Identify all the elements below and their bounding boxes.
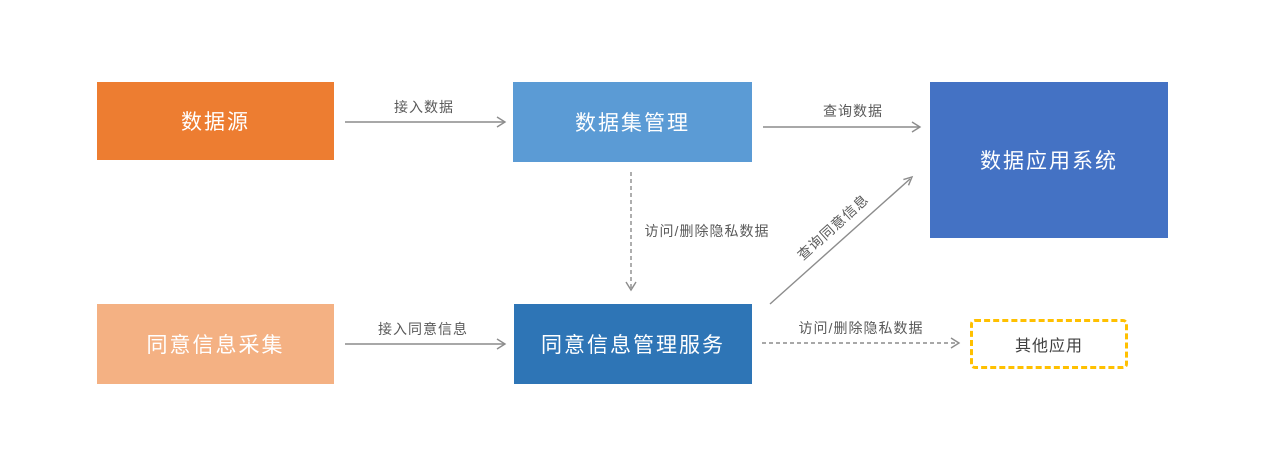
node-data-application-system: 数据应用系统 <box>930 82 1168 238</box>
node-other-applications: 其他应用 <box>970 319 1128 369</box>
arrow-query-data <box>763 121 922 133</box>
node-consent-management-service: 同意信息管理服务 <box>514 304 752 384</box>
edge-label-query-consent-info: 查询同意信息 <box>794 190 872 264</box>
edge-label-query-data: 查询数据 <box>823 103 883 119</box>
edge-label-access-data: 接入数据 <box>394 99 454 115</box>
edge-label-access-delete-private-data-down: 访问/删除隐私数据 <box>644 223 770 239</box>
node-dataset-management: 数据集管理 <box>513 82 752 162</box>
edge-label-access-delete-private-data-right: 访问/删除隐私数据 <box>798 320 924 336</box>
arrow-query-consent-info <box>769 175 914 305</box>
edge-label-access-consent-info: 接入同意信息 <box>378 321 468 337</box>
node-consent-collection: 同意信息采集 <box>97 304 334 384</box>
arrow-access-delete-private-data-right <box>762 337 961 349</box>
arrow-access-data <box>345 116 507 128</box>
arrow-access-delete-private-data-down <box>625 172 637 292</box>
arrow-access-consent-info <box>345 338 507 350</box>
node-data-source: 数据源 <box>97 82 334 160</box>
